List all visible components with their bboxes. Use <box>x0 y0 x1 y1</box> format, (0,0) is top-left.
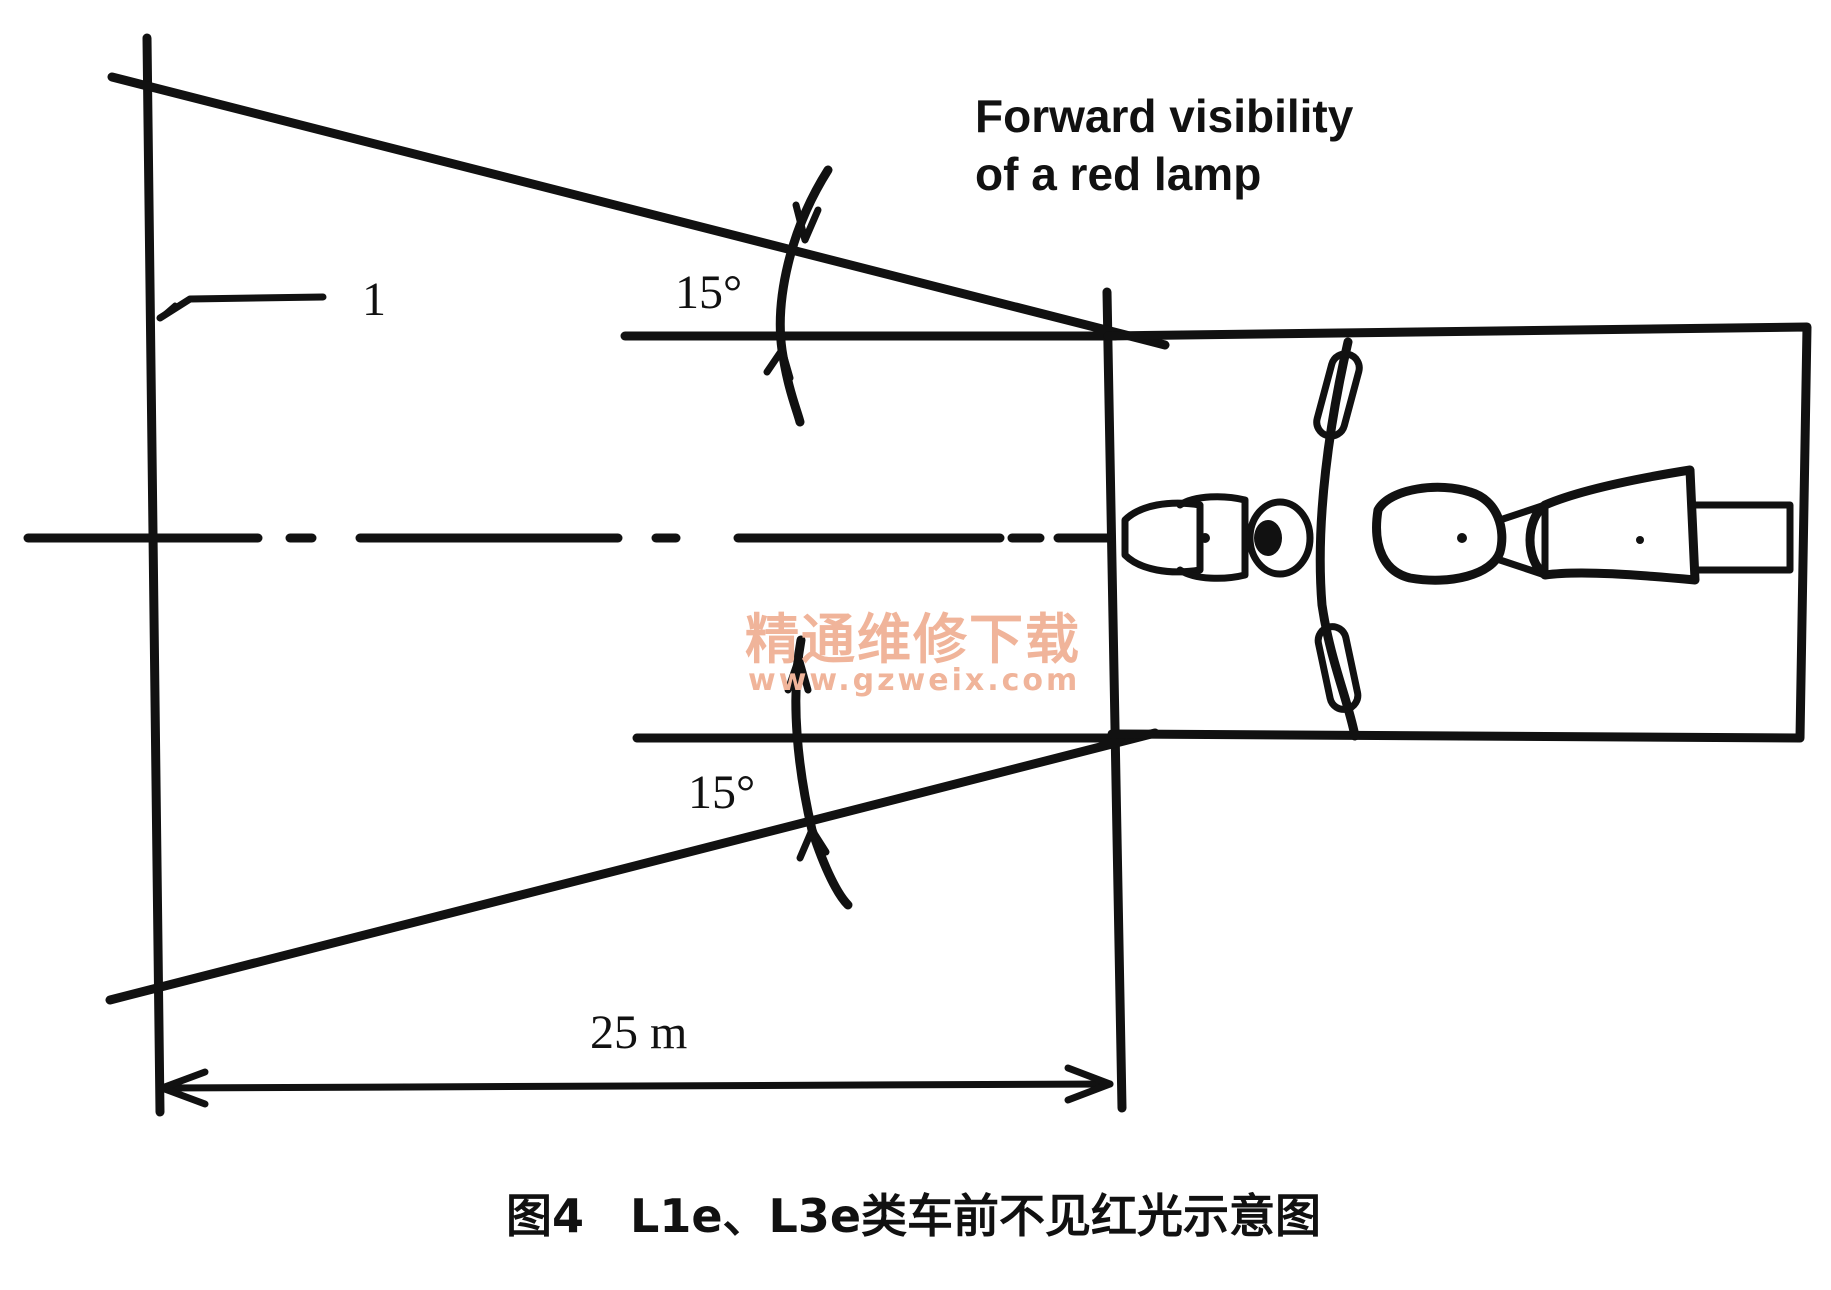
distance-dimension <box>158 1064 1114 1108</box>
callout-label-1: 1 <box>362 273 386 326</box>
distance-label: 25 m <box>590 1006 687 1059</box>
figure-caption: 图4 L1e、L3e类车前不见红光示意图 <box>506 1189 1321 1243</box>
upper-angle-label: 15° <box>675 266 742 319</box>
lower-boundary-line <box>105 728 1160 1005</box>
lower-angle-label: 15° <box>688 766 755 819</box>
annotation-line1: Forward visibility <box>975 90 1354 142</box>
annotation-line2: of a red lamp <box>975 148 1261 200</box>
motorcycle-sketch <box>1121 337 1794 741</box>
callout-leader <box>156 293 327 322</box>
lower-angle-arc <box>784 635 853 910</box>
upper-boundary-line <box>107 72 1170 350</box>
upper-angle-arc <box>763 165 833 427</box>
left-reference-line <box>142 33 165 1117</box>
vehicle-front-line <box>1102 287 1127 1113</box>
watermark-url: www.gzweix.com <box>748 663 1080 698</box>
watermark-chinese: 精通维修下载 <box>745 608 1081 671</box>
vehicle-outline <box>1103 322 1812 743</box>
